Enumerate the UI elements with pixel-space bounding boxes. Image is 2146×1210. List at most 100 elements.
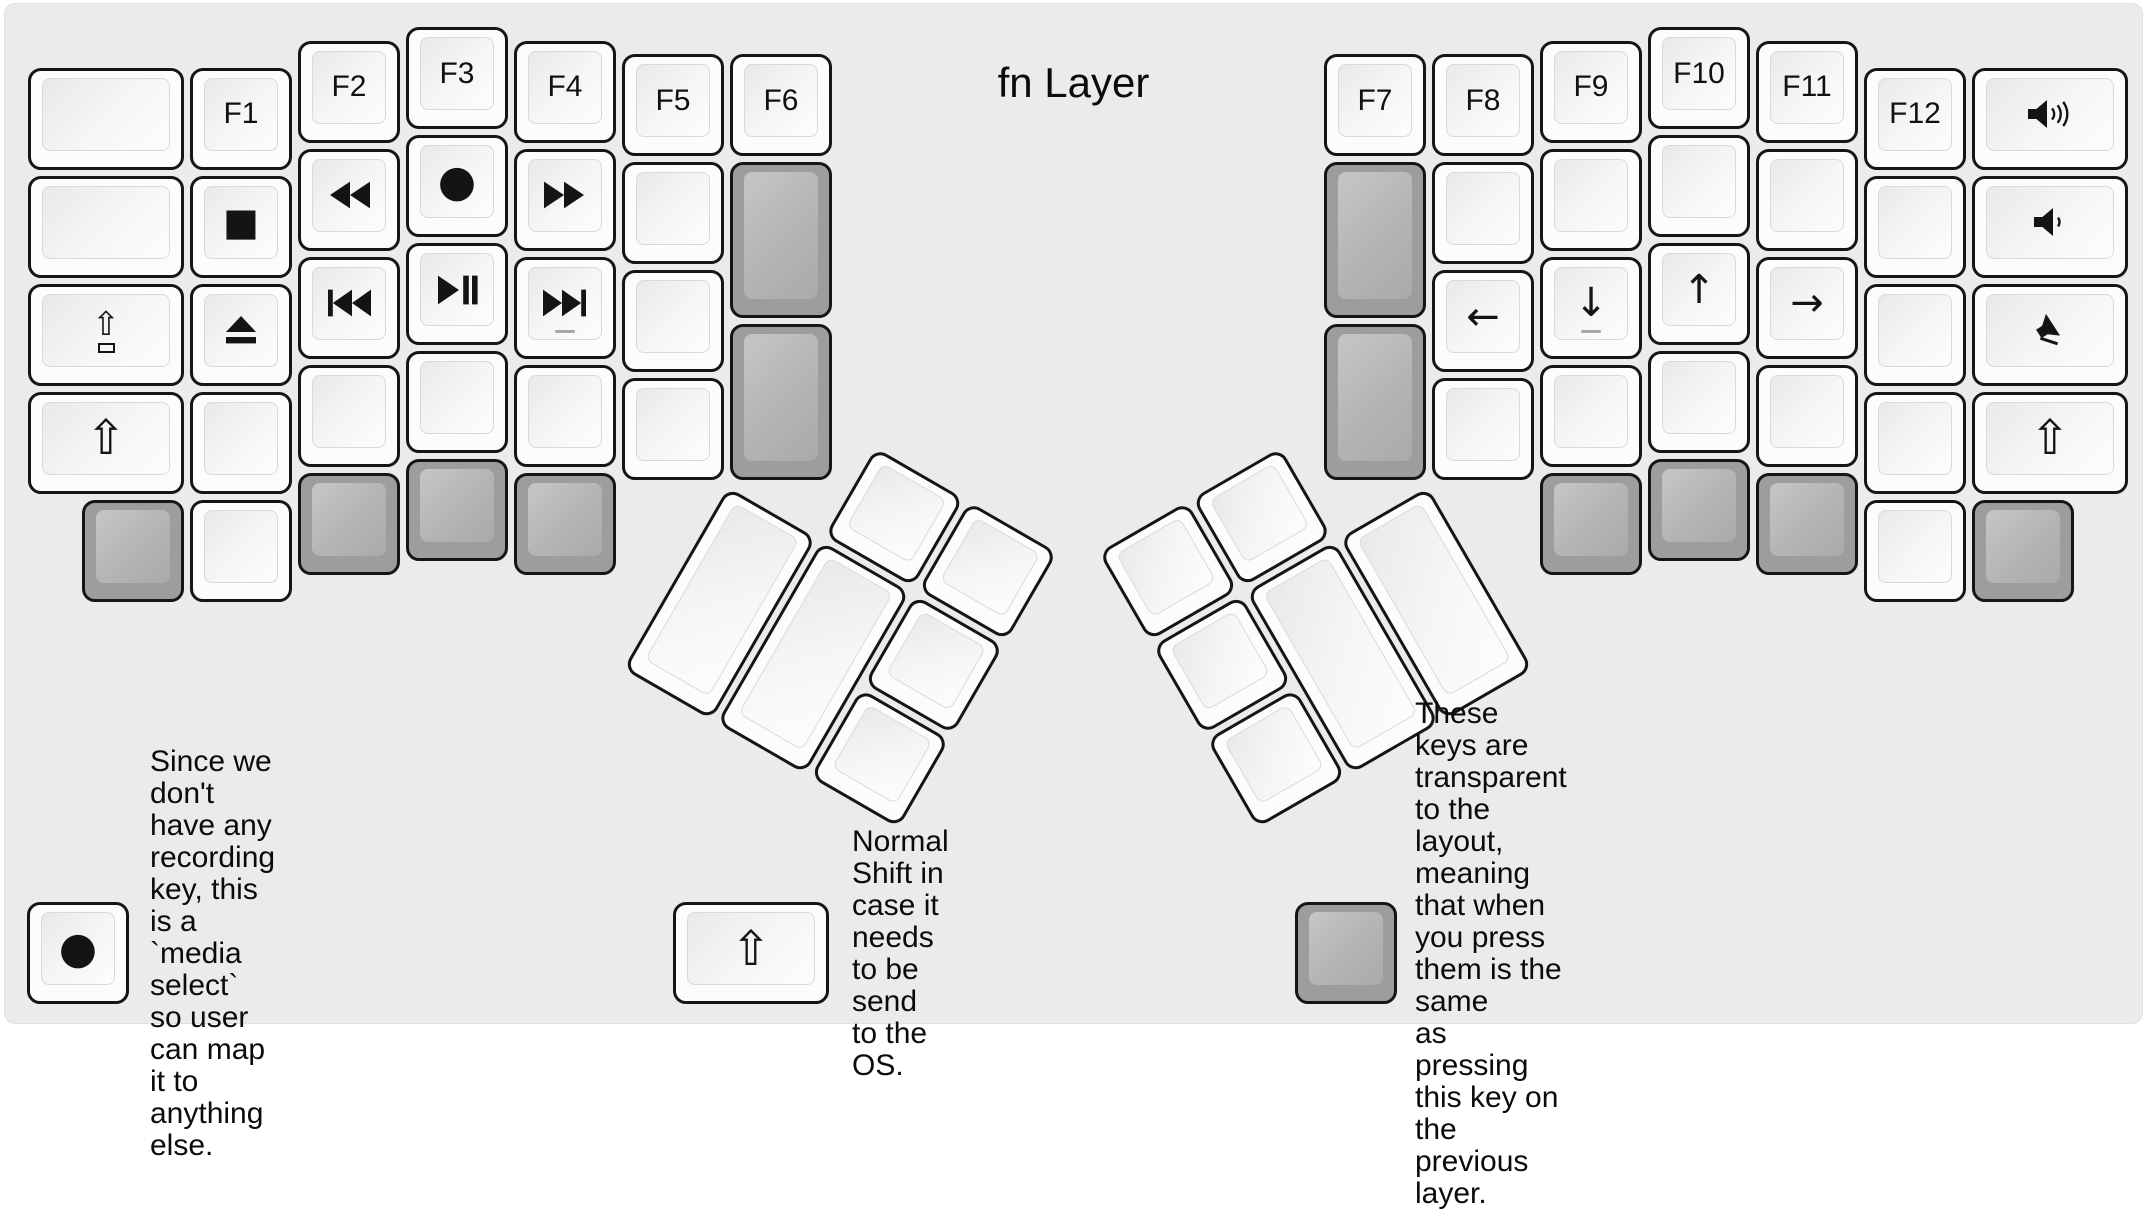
keycap-top: [528, 374, 602, 448]
legend-key-transparent: [1295, 902, 1397, 1004]
keycap-top: ⇧: [687, 912, 815, 985]
keycap-top: [1986, 77, 2114, 151]
keycap-top: [42, 185, 170, 259]
key-left-arrow[interactable]: ←: [1432, 270, 1534, 372]
key-rewind[interactable]: [298, 148, 400, 251]
key-f6[interactable]: F6: [730, 54, 832, 156]
key-transparent[interactable]: [1324, 324, 1426, 480]
key-blank[interactable]: [622, 162, 724, 264]
key-transparent[interactable]: [82, 499, 184, 602]
keycap-top: [636, 280, 710, 353]
key-blank[interactable]: [1540, 148, 1642, 251]
keycap-top: [312, 158, 386, 232]
keycap-top: [1338, 334, 1412, 461]
key-caps-lock[interactable]: ⇧: [28, 283, 184, 386]
key-record[interactable]: ●: [406, 135, 508, 237]
keycap-top: F3: [420, 37, 494, 110]
key-prev-track[interactable]: [298, 256, 400, 359]
key-blank[interactable]: [1648, 135, 1750, 237]
key-f11[interactable]: F11: [1756, 40, 1858, 143]
key-up-arrow[interactable]: ↑: [1648, 243, 1750, 345]
record-icon: ●: [437, 155, 477, 207]
key-blank[interactable]: [1432, 378, 1534, 480]
key-f9[interactable]: F9: [1540, 40, 1642, 143]
keycap-top: ⇧: [42, 401, 170, 475]
key-blank[interactable]: [190, 391, 292, 494]
key-blank[interactable]: [1864, 391, 1966, 494]
key-eject[interactable]: [190, 283, 292, 386]
key-volume-up[interactable]: [1972, 67, 2128, 170]
keycap-top: [1309, 912, 1383, 985]
key-down-arrow[interactable]: ↓: [1540, 256, 1642, 359]
keycap-top: [204, 401, 278, 475]
keycap-top: [1770, 482, 1844, 556]
keycap-top: [636, 172, 710, 245]
key-blank[interactable]: [514, 364, 616, 467]
keycap-top: [1662, 145, 1736, 218]
key-mute[interactable]: [1972, 283, 2128, 386]
next-track-icon: [543, 289, 586, 317]
key-blank[interactable]: [28, 175, 184, 278]
key-transparent[interactable]: [1756, 472, 1858, 575]
key-right-arrow[interactable]: →: [1756, 256, 1858, 359]
key-blank[interactable]: [1648, 351, 1750, 453]
key-volume-down[interactable]: [1972, 175, 2128, 278]
shift-icon: ⇧: [730, 920, 772, 977]
key-transparent[interactable]: [1540, 472, 1642, 575]
key-transparent[interactable]: [730, 162, 832, 318]
key-next-track[interactable]: [514, 256, 616, 359]
key-blank[interactable]: [622, 378, 724, 480]
key-blank[interactable]: [1864, 283, 1966, 386]
key-f10[interactable]: F10: [1648, 27, 1750, 129]
key-f3[interactable]: F3: [406, 27, 508, 129]
key-f12[interactable]: F12: [1864, 67, 1966, 170]
keycap-top: F9: [1554, 50, 1628, 124]
key-shift[interactable]: ⇧: [28, 391, 184, 494]
key-fast-forward[interactable]: [514, 148, 616, 251]
key-blank[interactable]: [28, 67, 184, 170]
key-blank[interactable]: [1432, 162, 1534, 264]
key-play-pause[interactable]: [406, 243, 508, 345]
key-blank[interactable]: [622, 270, 724, 372]
keycap-top: [1878, 185, 1952, 259]
key-f2[interactable]: F2: [298, 40, 400, 143]
key-blank[interactable]: [1864, 499, 1966, 602]
legend-text: Since we don't have any recording key, t…: [150, 745, 276, 1162]
key-shift[interactable]: ⇧: [1972, 391, 2128, 494]
legend-text: These keys are transparent to the layout…: [1415, 697, 1567, 1210]
key-f8[interactable]: F8: [1432, 54, 1534, 156]
key-label: F6: [763, 83, 799, 117]
keycap-top: ●: [41, 912, 115, 985]
key-transparent[interactable]: [1324, 162, 1426, 318]
volume-up-icon: [2028, 100, 2069, 128]
key-f5[interactable]: F5: [622, 54, 724, 156]
key-blank[interactable]: [1864, 175, 1966, 278]
key-transparent[interactable]: [406, 459, 508, 561]
key-transparent[interactable]: [1648, 459, 1750, 561]
key-f4[interactable]: F4: [514, 40, 616, 143]
key-f1[interactable]: F1: [190, 67, 292, 170]
keycap-top: [1554, 482, 1628, 556]
key-stop[interactable]: ■: [190, 175, 292, 278]
key-blank[interactable]: [1756, 364, 1858, 467]
keycap-top: F12: [1878, 77, 1952, 151]
key-blank[interactable]: [190, 499, 292, 602]
keycap-top: [528, 266, 602, 340]
key-blank[interactable]: [1756, 148, 1858, 251]
key-blank[interactable]: [406, 351, 508, 453]
keycap-top: F1: [204, 77, 278, 151]
record-icon: ●: [58, 922, 98, 974]
fast-forward-icon: [544, 181, 584, 209]
key-transparent[interactable]: [514, 472, 616, 575]
keycap-top: [831, 704, 933, 805]
key-blank[interactable]: [1540, 364, 1642, 467]
keycap-top: [204, 293, 278, 367]
key-transparent[interactable]: [298, 472, 400, 575]
key-blank[interactable]: [298, 364, 400, 467]
play-pause-icon: [438, 275, 478, 304]
key-f7[interactable]: F7: [1324, 54, 1426, 156]
keycap-top: [1986, 293, 2114, 367]
layer-title: fn Layer: [997, 59, 1150, 106]
key-transparent[interactable]: [1972, 499, 2074, 602]
key-transparent[interactable]: [730, 324, 832, 480]
